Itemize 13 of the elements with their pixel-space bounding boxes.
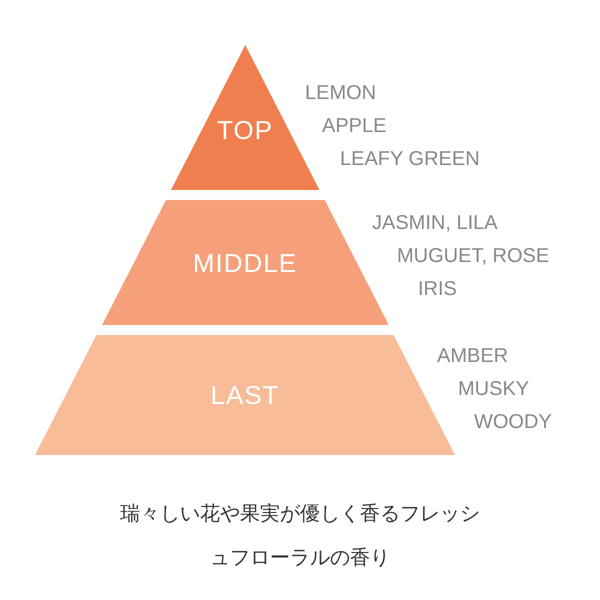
note-text: AMBER <box>437 345 508 368</box>
note-text: IRIS <box>418 278 457 301</box>
tier-label: TOP <box>216 114 274 146</box>
note-text: APPLE <box>322 115 386 138</box>
tier-label: LAST <box>209 380 281 411</box>
note-text: MUSKY <box>458 378 530 401</box>
note-text: WOODY <box>474 411 552 434</box>
note-text: JASMIN, LILA <box>372 212 498 235</box>
note-text: LEMON <box>305 82 376 105</box>
caption: 瑞々しい花や果実が優しく香るフレッシュフローラルの香り <box>119 502 481 571</box>
tier-label: MIDDLE <box>192 248 298 278</box>
note-text: MUGUET, ROSE <box>397 245 550 268</box>
note-text: LEAFY GREEN <box>340 148 480 171</box>
